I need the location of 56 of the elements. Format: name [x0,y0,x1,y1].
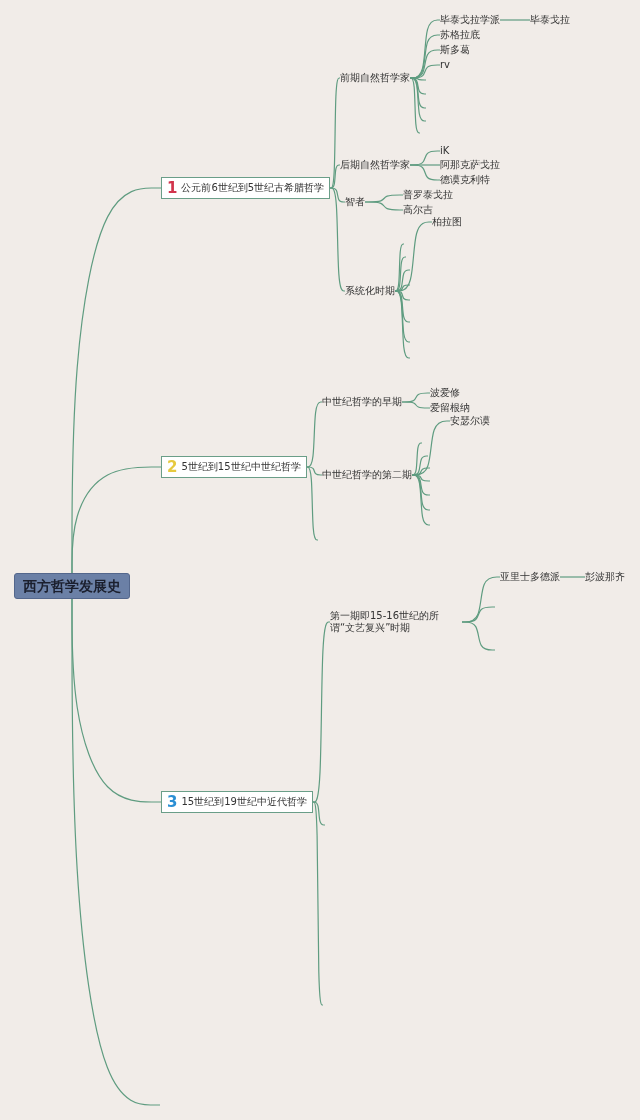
branch-line [312,801,326,826]
branch-line [411,474,431,526]
subtopic-label: 斯多葛 [440,44,470,56]
subtopic-label: 阿那克萨戈拉 [440,159,500,171]
subtopic-label: 亚里士多德派 [500,571,560,583]
subtopic-label: 德谟克利特 [440,174,490,186]
subtopic-label: iK [440,145,450,157]
subtopic-label: 爱留根纳 [430,402,470,414]
subtopic-label: 前期自然哲学家 [340,72,410,84]
branch-line [305,466,319,541]
subtopic-label: 毕泰戈拉学派 [440,14,500,26]
branch-line [559,576,586,578]
subtopic-label: 彭波那齐 [585,571,625,583]
subtopic-label: 毕泰戈拉 [530,14,570,26]
branch-line [409,164,441,181]
subtopic-label: 安瑟尔谟 [450,415,490,427]
topic-number: 3 [167,794,178,810]
branch-line [312,801,324,1006]
branch-line [71,466,162,574]
branch-line [71,598,161,1106]
subtopic-label: 中世纪哲学的第二期 [322,469,412,481]
subtopic-label: 智者 [345,196,365,208]
topic-box [161,177,331,199]
branch-line [461,621,496,651]
subtopic-label: 柏拉图 [432,216,462,228]
topic-number: 2 [167,459,178,475]
topic-box [161,456,307,478]
branch-line [394,243,405,292]
subtopic-label: 高尔吉 [403,204,433,216]
branch-line [394,290,411,359]
topic-number: 1 [167,180,178,196]
topic-label: 5世纪到15世纪中世纪哲学 [181,461,301,473]
subtopic-label: 波爱修 [430,387,460,399]
subtopic-label: 后期自然哲学家 [340,159,410,171]
branch-line [364,201,404,211]
branch-line [312,621,331,803]
branch-line [409,77,427,122]
subtopic-label: 普罗泰戈拉 [403,189,453,201]
branch-line [411,442,423,476]
branch-line [329,187,346,292]
subtopic-label: 中世纪哲学的早期 [322,396,402,408]
branch-line [329,77,341,189]
topic-label: 公元前6世纪到5世纪古希腊哲学 [181,182,325,194]
branch-line [329,187,346,203]
subtopic-label: 苏格拉底 [440,29,480,41]
subtopic-label: 系统化时期 [345,285,395,297]
branch-line [499,19,531,21]
branch-line [305,466,323,476]
branch-line [409,77,421,134]
subtopic-label: rv [440,59,451,71]
central-topic: 西方哲学发展史 [14,573,130,599]
topic-box [161,791,313,813]
topic-label: 15世纪到19世纪中近代哲学 [181,796,307,808]
branch-line [411,474,431,496]
branch-line [401,401,431,409]
subtopic-label: 第一期即15-16世纪的所谓“文艺复兴”时期 [330,610,462,634]
